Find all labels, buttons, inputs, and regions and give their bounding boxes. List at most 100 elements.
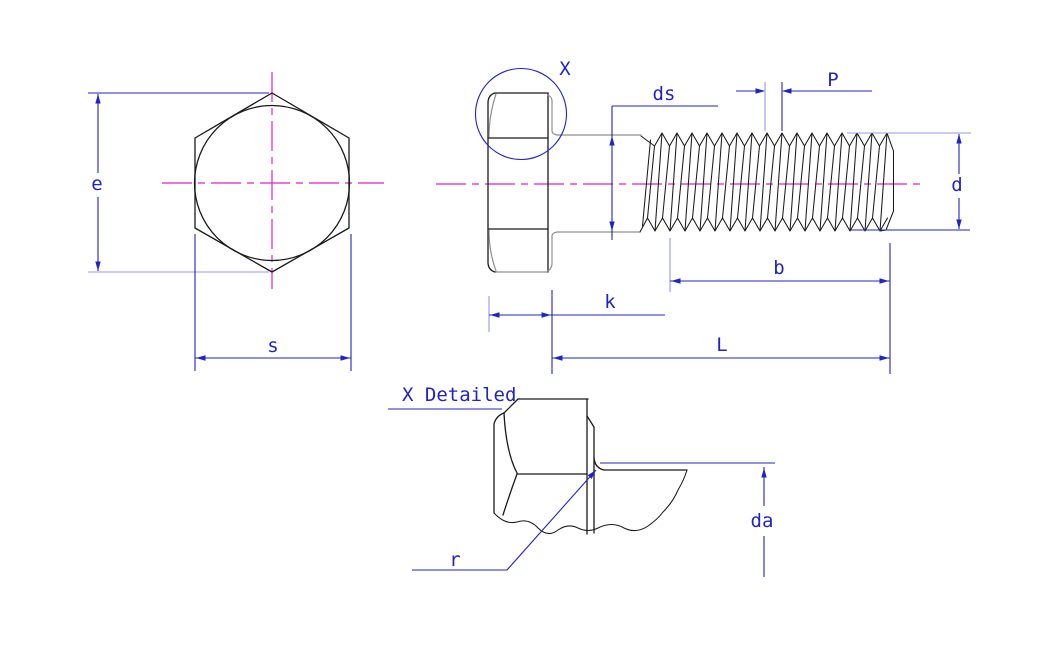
detail-break-line — [493, 469, 688, 535]
head-chamfer-arc-bottom — [488, 229, 497, 272]
thread-line — [819, 132, 828, 232]
dim-b-arrow-left — [671, 278, 681, 284]
front-centerlines — [162, 72, 384, 289]
dim-d-arrow-up — [956, 134, 962, 144]
thread-line — [729, 132, 738, 232]
dim-l-arrow-right — [879, 355, 889, 361]
label-da: da — [751, 510, 774, 532]
thread-line — [826, 145, 836, 219]
thread-line — [736, 145, 746, 219]
dim-b-arrow-right — [879, 278, 889, 284]
thread-line — [856, 145, 866, 219]
label-r: r — [449, 549, 460, 571]
label-k: k — [604, 291, 616, 313]
head-inscribed-circle — [193, 104, 351, 262]
leader-r: r — [412, 469, 597, 571]
dim-s-arrow-left — [196, 355, 206, 361]
detail-chamfer-arc-upper — [503, 412, 518, 474]
thread-line — [714, 132, 723, 232]
dim-k-arrow-right — [541, 312, 551, 318]
thread-line — [684, 132, 693, 232]
dim-s: s — [194, 234, 352, 371]
bolt-head-side — [487, 92, 558, 273]
washer-face-bottom — [547, 231, 558, 272]
head-chamfer-arc-top — [488, 93, 497, 138]
detail-view: X Detailed r da — [388, 384, 775, 577]
detail-left-edge — [493, 412, 505, 514]
thread-line — [796, 145, 806, 219]
thread-line — [751, 145, 761, 219]
detail-washer-chamfer — [586, 415, 595, 428]
leader-r-arrow — [587, 470, 596, 479]
dim-l: L — [552, 334, 890, 361]
label-e: e — [91, 173, 102, 195]
detail-fillet-arc — [593, 457, 605, 471]
dim-d-arrow-down — [956, 219, 962, 229]
detail-title: X Detailed — [402, 384, 516, 406]
dim-da: da — [600, 462, 775, 577]
thread-line — [699, 132, 708, 232]
thread-line — [676, 145, 686, 219]
thread-line — [871, 145, 881, 219]
detail-chamfer-arc-lower — [502, 473, 518, 516]
thread-line — [781, 145, 791, 219]
thread-line — [640, 132, 888, 147]
dim-s-arrow-right — [340, 355, 350, 361]
dim-d: d — [847, 132, 971, 231]
dim-p-arrow-left — [782, 88, 792, 94]
thread-line — [849, 132, 858, 232]
thread-line — [834, 132, 843, 232]
thread-line — [744, 132, 753, 232]
thread-line — [721, 145, 731, 219]
thread-line — [646, 145, 656, 219]
thread-line — [766, 145, 776, 219]
bolt-shank — [556, 134, 642, 233]
label-p: P — [827, 69, 838, 91]
dim-b: b — [669, 238, 891, 374]
thread-line — [864, 132, 873, 232]
thread-line — [639, 217, 889, 233]
label-x: X — [559, 58, 571, 80]
detail-top-chamfer — [503, 398, 519, 414]
dim-e: e — [88, 92, 269, 273]
detail-callout-x: X — [474, 58, 571, 161]
thread-line — [669, 132, 678, 232]
dim-l-arrow-left — [553, 355, 563, 361]
dim-k-arrow-left — [490, 312, 500, 318]
thread-line — [641, 139, 652, 227]
detail-head-outline — [493, 398, 688, 535]
leader-r-line — [412, 469, 597, 571]
thread-line — [804, 132, 813, 232]
dim-k: k — [488, 290, 665, 374]
dim-e-arrow-up — [95, 94, 101, 104]
label-ds: ds — [653, 83, 676, 105]
thread-line — [661, 145, 671, 219]
dim-ds-arrow-down — [609, 221, 615, 231]
thread-line — [841, 145, 851, 219]
thread-line — [774, 132, 783, 232]
thread-line — [706, 145, 716, 219]
side-view: X ds P d — [436, 58, 971, 374]
hex-head-outline — [194, 92, 350, 273]
thread-line — [879, 132, 895, 232]
label-b: b — [773, 257, 784, 279]
thread-line — [691, 145, 701, 219]
dim-ds: ds — [609, 83, 718, 240]
head-left-face — [487, 92, 496, 273]
detail-circle-x — [474, 67, 568, 161]
label-s: s — [267, 335, 278, 357]
dim-e-arrow-down — [95, 261, 101, 271]
dim-ds-arrow-up — [609, 136, 615, 146]
thread-line — [811, 145, 821, 219]
dim-p-arrow-right — [755, 88, 765, 94]
thread-line — [759, 132, 768, 232]
label-l: L — [716, 334, 727, 356]
thread-line — [654, 132, 663, 232]
dim-da-arrow-up — [761, 468, 767, 478]
dim-p: P — [736, 69, 872, 131]
washer-face-top — [547, 94, 558, 136]
front-view: e s — [88, 72, 384, 371]
thread-line — [879, 132, 888, 232]
